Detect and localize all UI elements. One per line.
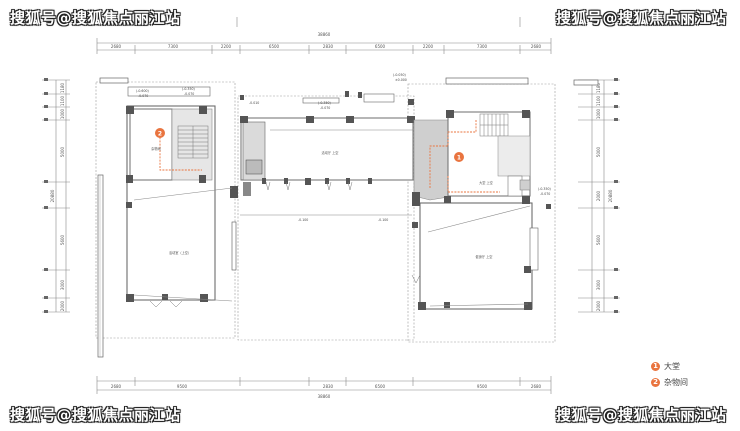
level-2: (-0.600) [136,89,149,93]
middle-columns [240,91,415,185]
level-4b: -0.070 [320,106,330,110]
dim-left-6: 3000 [60,279,65,290]
level-3b: ±0.000 [395,78,407,82]
watermark-bottom-left: 搜狐号@搜狐焦点丽江站 [10,406,181,424]
void-lines [133,129,531,307]
stair-left [177,125,209,159]
room-label-utility: 杂物间 [151,146,161,151]
room-label-activity-room: 活动室（上空） [169,250,191,255]
level-8: (-0.350) [538,187,551,191]
level-4: (-0.350) [318,101,331,105]
dim-bottom-total: 38860 [318,394,331,399]
dim-left-2: 1100 [60,95,65,106]
path-lobby [429,120,500,193]
dim-bottom-5: 9500 [477,384,488,389]
dim-top-6: 6500 [375,44,386,49]
dim-right-8: 2000 [596,300,601,311]
legend: 1 大堂 2 杂物间 [651,358,688,390]
dim-left-7: 2000 [60,300,65,311]
level-8b: -0.070 [540,192,550,196]
dim-right-total: 20880 [608,189,613,202]
dim-top-1: 2680 [111,44,122,49]
left-wing [97,77,238,358]
dim-right-4: 5000 [596,146,601,157]
left-dimension-chain [42,79,70,313]
level-1: (-0.350) [182,87,195,91]
marker-lobby-num: 1 [457,155,461,162]
dim-left-1: 1180 [60,82,65,93]
watermark-top-right: 搜狐号@搜狐焦点丽江站 [556,9,727,27]
watermark-bottom-right: 搜狐号@搜狐焦点丽江站 [556,406,727,424]
legend-num-1: 1 [651,361,660,371]
legend-label-utility: 杂物间 [664,377,688,387]
dim-top-4: 6500 [269,44,280,49]
level-7: -0.100 [378,218,388,222]
level-3: (-0.050) [393,73,406,77]
dim-bottom-4: 6500 [375,384,386,389]
middle-block [240,91,415,216]
dim-top-9: 2680 [531,44,542,49]
marker-lobby: 1 [454,152,464,162]
dim-left-5: 5600 [60,234,65,245]
room-label-gym-void: 健身厅 上空 [476,254,493,259]
dim-right-7: 3000 [596,279,601,290]
right-dimension-chain [578,79,620,313]
dim-right-1: 1180 [596,82,601,93]
left-door-swing [149,300,183,308]
right-columns [412,110,551,310]
room-utility [129,108,173,181]
bottom-dimension-chain [96,376,552,394]
top-dimension-chain [96,17,552,54]
level-5: -0.010 [249,101,259,105]
path-utility [159,134,202,171]
right-lower-room [419,202,533,310]
right-wing [411,77,599,310]
legend-item-utility: 2 杂物间 [651,374,688,390]
dim-bottom-3: 2830 [323,384,334,389]
dim-right-2: 1100 [596,95,601,106]
dim-bottom-6: 2680 [531,384,542,389]
dim-top-total: 38860 [318,32,331,37]
left-top-bar [99,77,129,84]
left-column-strip [97,174,104,358]
stair-right [479,113,509,137]
dim-right-5: 2000 [596,190,601,201]
lobby-shade [413,119,449,201]
dim-right-6: 5600 [596,234,601,245]
dim-top-2: 7300 [168,44,179,49]
dim-top-8: 7300 [477,44,488,49]
legend-label-lobby: 大堂 [664,361,680,371]
room-label-lobby-void: 大堂 上空 [479,180,493,185]
stair-hall-left [171,108,213,181]
marker-utility-num: 2 [158,131,162,138]
level-2b: -0.070 [138,94,148,98]
legend-num-2: 2 [651,377,660,387]
level-6: -0.100 [298,218,308,222]
watermark-top-left: 搜狐号@搜狐焦点丽江站 [10,9,181,27]
dim-top-7: 2200 [423,44,434,49]
level-1b: -0.070 [184,92,194,96]
dim-bottom-2: 9500 [177,384,188,389]
marker-utility: 2 [155,128,165,138]
dim-left-4: 5000 [60,146,65,157]
dim-left-3: 1000 [60,108,65,119]
dim-left-total: 20880 [50,189,55,202]
dim-top-5: 2830 [323,44,334,49]
dim-top-3: 2200 [221,44,232,49]
axis-tags [44,78,618,313]
dim-right-3: 1000 [596,108,601,119]
room-label-activity-void: 活动厅 上空 [322,150,339,155]
dim-bottom-1: 2680 [111,384,122,389]
legend-item-lobby: 1 大堂 [651,358,688,374]
